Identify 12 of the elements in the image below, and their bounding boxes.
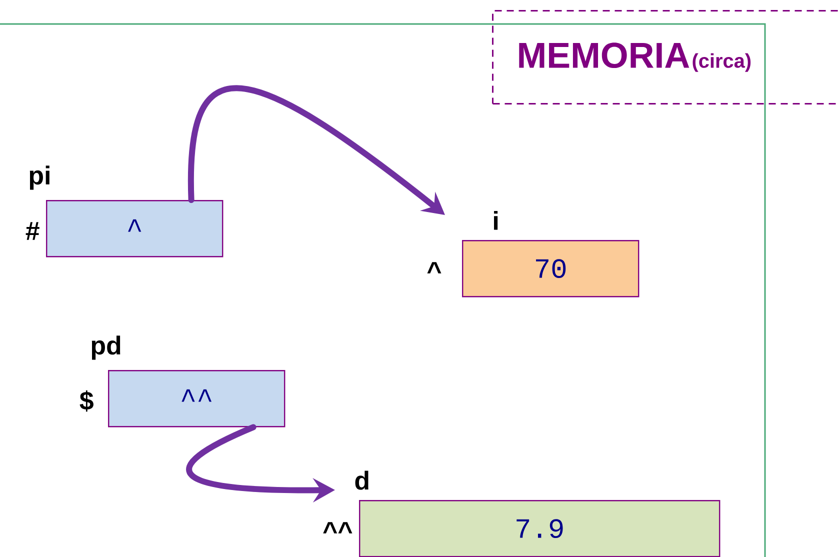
address-label: ^^ <box>323 522 352 534</box>
memory-cell: ^ <box>46 200 224 258</box>
variable-name: i <box>494 211 498 230</box>
variable-name: pi <box>30 166 50 190</box>
memory-cell: 70 <box>462 240 640 298</box>
variable-name: pd <box>92 336 120 360</box>
address-label: # <box>26 222 40 240</box>
memory-cell: 7.9 <box>359 500 720 557</box>
address-label: $ <box>80 390 94 412</box>
address-label: ^ <box>427 262 442 274</box>
variable-name: d <box>355 470 368 490</box>
memory-cell: ^^ <box>108 370 286 428</box>
